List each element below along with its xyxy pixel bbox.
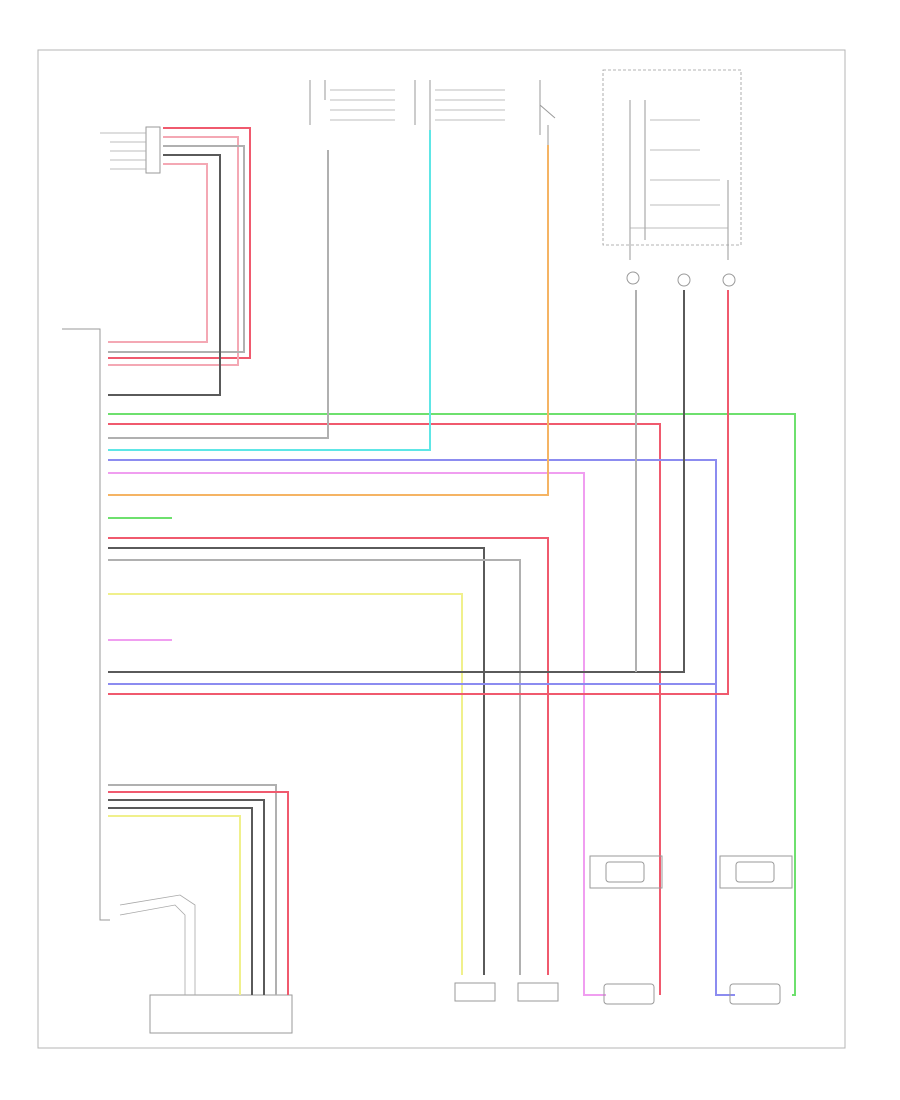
- radio-receiver: [62, 328, 110, 921]
- wire-orange-ign: [108, 145, 549, 496]
- right-front-speaker: [729, 983, 781, 1005]
- wire-black-steer: [108, 290, 685, 673]
- wire-red-rr: [108, 537, 549, 975]
- wire-stereo-red: [108, 791, 289, 995]
- wire-blue-rf: [108, 459, 735, 996]
- steering-pad-switch: [602, 69, 742, 287]
- stereo-component: [119, 894, 293, 1034]
- wire-stereo-yellow: [108, 815, 241, 995]
- left-front-tweeter: [589, 855, 663, 889]
- antenna-connector: [100, 126, 161, 174]
- fuse-block-mid: [414, 80, 505, 130]
- wire-stereo-black-2: [108, 807, 253, 995]
- wire-cyan-fuse: [108, 130, 431, 451]
- wire-antenna-red: [108, 127, 251, 359]
- wire-red-lf: [108, 423, 661, 995]
- wire-yellow-lr: [108, 593, 463, 975]
- wire-stereo-gray: [108, 784, 277, 995]
- left-rear-speaker: [454, 982, 496, 1002]
- wire-black-lr: [108, 547, 485, 975]
- wire-antenna-pink-2: [108, 163, 208, 343]
- diagram-frame: [37, 49, 846, 1049]
- wire-red-steer: [108, 290, 729, 695]
- right-rear-speaker: [517, 982, 559, 1002]
- wire-gray-fuse: [108, 150, 329, 439]
- wire-antenna-pink: [108, 136, 239, 366]
- wire-green-main: [108, 413, 796, 996]
- wire-antenna-black: [108, 154, 221, 396]
- wire-stereo-black: [108, 799, 265, 995]
- wire-harness: [108, 127, 796, 996]
- wire-violet-lf: [108, 472, 606, 996]
- ignition-switch: [539, 80, 556, 145]
- fuse-block-left: [309, 80, 395, 125]
- left-front-speaker: [603, 983, 655, 1005]
- right-front-tweeter: [719, 855, 793, 889]
- wire-gray-rr: [108, 559, 521, 975]
- wire-antenna-gray: [108, 145, 245, 353]
